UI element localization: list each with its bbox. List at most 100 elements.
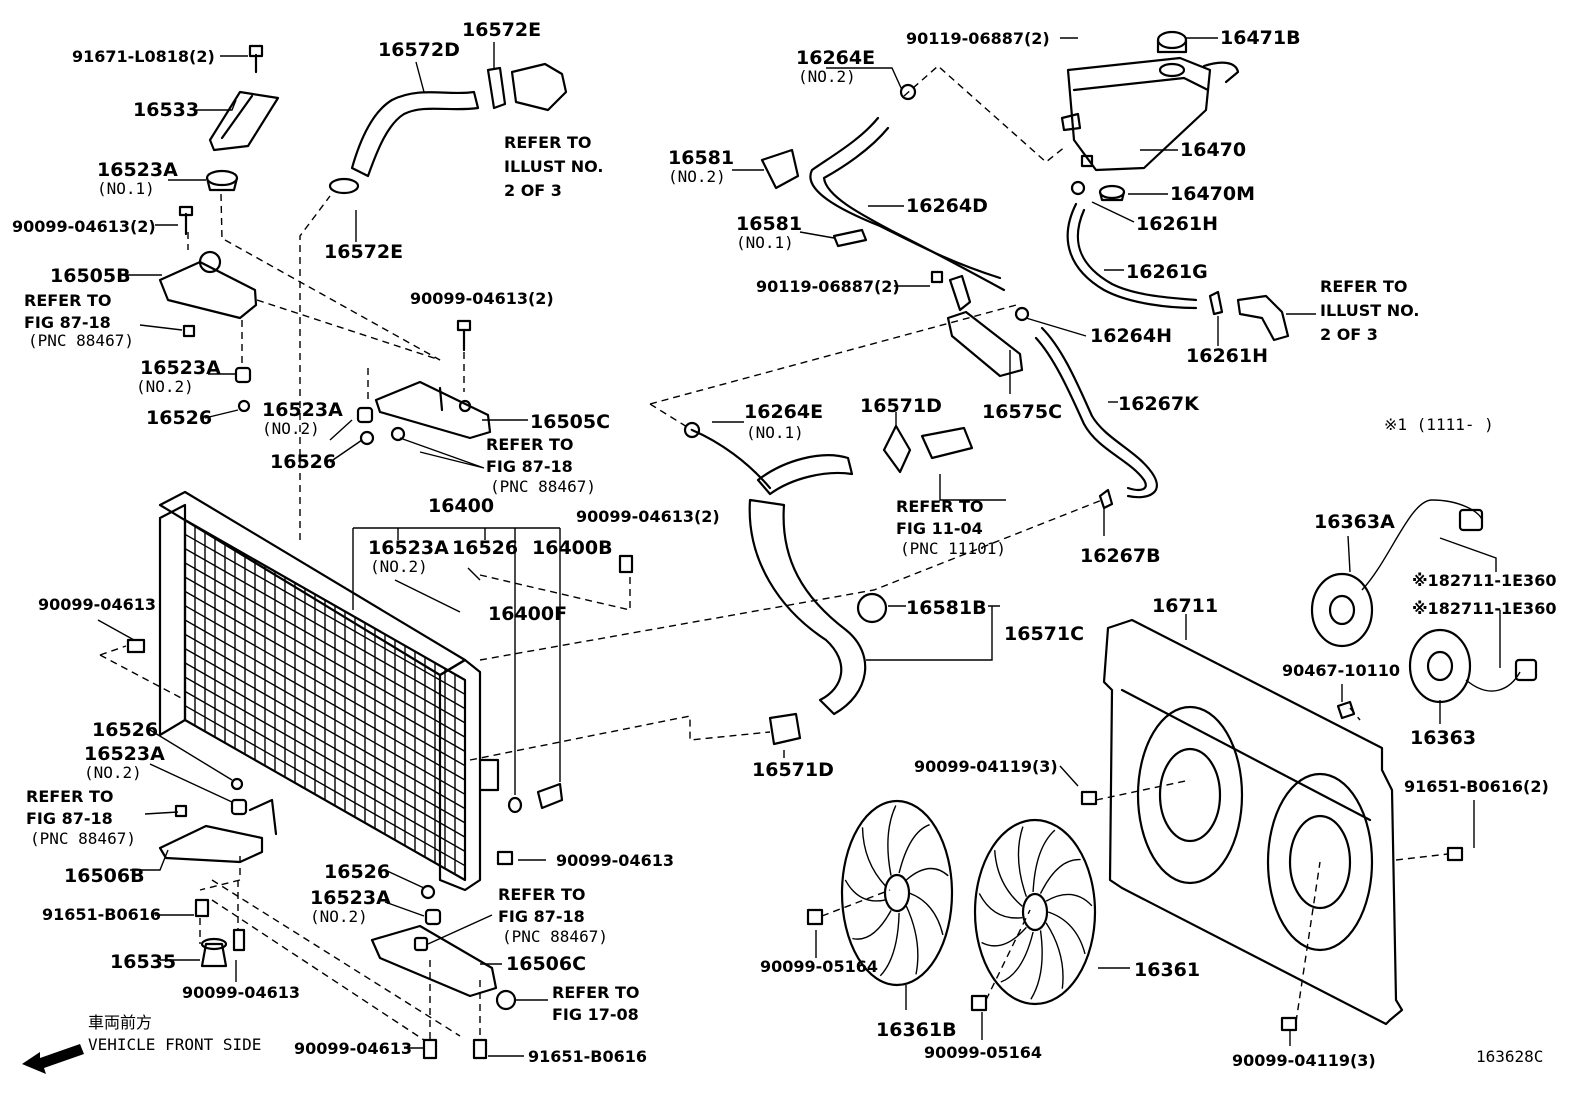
label-16711: 16711 — [1152, 595, 1218, 617]
label-no2-e: (NO.2) — [310, 907, 368, 926]
label-16470M: 16470M — [1170, 183, 1255, 205]
label-16505C: 16505C — [530, 411, 610, 433]
label-16571C: 16571C — [1004, 623, 1084, 645]
label-no2-a: (NO.2) — [136, 377, 194, 396]
label-footnote: ※1 (1111- ) — [1384, 415, 1494, 434]
label-90099-04613-d: 90099-04613 — [294, 1039, 412, 1058]
leader-lines — [97, 37, 1501, 1057]
reservoir-tank-16470 — [1060, 30, 1240, 172]
fan-16361 — [973, 818, 1097, 1006]
label-no2-b: (NO.2) — [262, 419, 320, 438]
label-91651-B0616-a: 91651-B0616 — [42, 905, 161, 924]
label-16572E-bottom: 16572E — [324, 241, 403, 263]
bracket-16575C — [930, 270, 1030, 378]
label-pnc-88467-c: (PNC 88467) — [30, 829, 136, 848]
label-16572E-top: 16572E — [462, 19, 541, 41]
label-16470: 16470 — [1180, 139, 1246, 161]
label-fig-87-18-c: FIG 87-18 — [26, 809, 113, 828]
label-refer-to-illust: REFER TO — [504, 133, 592, 152]
upper-support-16533 — [208, 44, 280, 152]
label-refer-to-f: REFER TO — [896, 497, 984, 516]
label-16267B: 16267B — [1080, 545, 1161, 567]
label-90099-05164-b: 90099-05164 — [924, 1043, 1042, 1062]
label-refer-to-d: REFER TO — [498, 885, 586, 904]
label-90119-06887-2b: 90119-06887(2) — [906, 29, 1050, 48]
small-parts-left — [182, 319, 472, 446]
bracket-16505B — [158, 205, 258, 320]
label-16400F: 16400F — [488, 603, 567, 625]
label-16363A: 16363A — [1314, 511, 1395, 533]
label-16505B: 16505B — [50, 265, 131, 287]
label-fig-11-04: FIG 11-04 — [896, 519, 983, 538]
label-diagram-number: 163628C — [1476, 1047, 1543, 1066]
radiator-core — [158, 490, 564, 892]
overflow-hose-16261G — [1066, 180, 1290, 342]
label-90467-10110: 90467-10110 — [1282, 661, 1400, 680]
label-16581-no1-sub: (NO.1) — [736, 233, 794, 252]
label-pnc-88467-d: (PNC 88467) — [502, 927, 608, 946]
label-16261H-bottom: 16261H — [1186, 345, 1268, 367]
label-16533: 16533 — [133, 99, 199, 121]
label-182711-b: ※182711-1E360 — [1412, 599, 1556, 618]
upper-hose-16572D — [328, 62, 568, 195]
label-90099-04613-2a: 90099-04613(2) — [12, 217, 156, 236]
label-16400: 16400 — [428, 495, 494, 517]
label-16471B: 16471B — [1220, 27, 1301, 49]
label-90099-04613-c: 90099-04613 — [556, 851, 674, 870]
label-90099-04613-a: 90099-04613 — [38, 595, 156, 614]
label-16523A-no2-e: 16523A — [310, 887, 391, 909]
label-16526-d: 16526 — [92, 719, 158, 741]
bracket-16505C — [374, 380, 492, 440]
label-16506C: 16506C — [506, 953, 586, 975]
label-90099-05164-a: 90099-05164 — [760, 957, 878, 976]
label-16581-no2: 16581 — [668, 147, 734, 169]
label-16526-b: 16526 — [270, 451, 336, 473]
label-16526-c: 16526 — [452, 537, 518, 559]
label-16581B: 16581B — [906, 597, 987, 619]
label-no2-d: (NO.2) — [84, 763, 142, 782]
label-16526-a: 16526 — [146, 407, 212, 429]
radiator-inlet-hose-16571C — [683, 421, 974, 746]
part-labels: 91671-L0818(2) 16533 16523A (NO.1) 90099… — [12, 19, 1556, 1070]
label-90099-04119-3b: 90099-04119(3) — [1232, 1051, 1376, 1070]
label-16523A-no2-a: 16523A — [140, 357, 221, 379]
label-vehicle-front: VEHICLE FRONT SIDE — [88, 1035, 261, 1054]
label-16264E-no1-sub: (NO.1) — [746, 423, 804, 442]
label-16572D: 16572D — [378, 39, 460, 61]
screws-fan — [126, 554, 1464, 1032]
label-91651-B0616-b: 91651-B0616 — [528, 1047, 647, 1066]
label-pnc-88467-a: (PNC 88467) — [28, 331, 134, 350]
fan-16361B — [840, 799, 954, 987]
label-refer-to-a: REFER TO — [24, 291, 112, 310]
bypass-hose-16264D — [760, 83, 1006, 292]
bracket-16506C — [370, 884, 517, 1060]
label-90099-04613-b: 90099-04613 — [182, 983, 300, 1002]
label-16264D: 16264D — [906, 195, 988, 217]
label-16523A-no2-b: 16523A — [262, 399, 343, 421]
label-90099-04613-2c: 90099-04613(2) — [576, 507, 720, 526]
label-vehicle-jp: 車両前方 — [88, 1013, 152, 1032]
label-fig-87-18-d: FIG 87-18 — [498, 907, 585, 926]
label-illust-no-b: ILLUST NO. — [1320, 301, 1420, 320]
label-16571D-top: 16571D — [860, 395, 942, 417]
label-no1: (NO.1) — [97, 179, 155, 198]
label-91651-B0616-2: 91651-B0616(2) — [1404, 777, 1549, 796]
label-fig-17-08: FIG 17-08 — [552, 1005, 639, 1024]
label-16575C: 16575C — [982, 401, 1062, 423]
label-16361: 16361 — [1134, 959, 1200, 981]
small-parts-lower-left — [194, 850, 514, 968]
label-90119-06887-2a: 90119-06887(2) — [756, 277, 900, 296]
label-16264E-no2: 16264E — [796, 47, 875, 69]
label-16264H: 16264H — [1090, 325, 1172, 347]
label-2-of-3-b: 2 OF 3 — [1320, 325, 1378, 344]
hose-16267K — [1034, 326, 1158, 510]
label-no2-c: (NO.2) — [370, 557, 428, 576]
label-16363: 16363 — [1410, 727, 1476, 749]
label-90099-04119-3a: 90099-04119(3) — [914, 757, 1058, 776]
label-16526-e: 16526 — [324, 861, 390, 883]
label-16523A-no2-d: 16523A — [84, 743, 165, 765]
label-pnc-11101: (PNC 11101) — [900, 539, 1006, 558]
label-16264E-no1: 16264E — [744, 401, 823, 423]
front-arrow-icon — [22, 1044, 84, 1074]
